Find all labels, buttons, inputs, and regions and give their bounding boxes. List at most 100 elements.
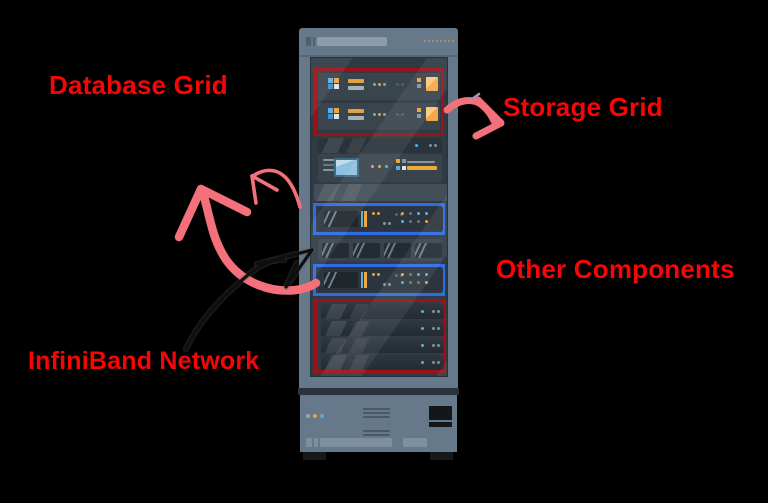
- port-led: [409, 273, 412, 276]
- header-vent-2: [313, 37, 315, 46]
- led-dot: [437, 327, 440, 330]
- slot-bar: [407, 161, 435, 163]
- switch-screen: [324, 272, 358, 288]
- infiniband-switch-2: [319, 268, 443, 292]
- storage-server-2: [321, 321, 444, 336]
- led-dot: [378, 165, 381, 168]
- led-dot: [373, 113, 376, 116]
- led-square: [334, 78, 339, 83]
- control-unit: [318, 154, 442, 182]
- storage-grid-arrow-tick: [470, 92, 481, 101]
- led-dot: [415, 144, 418, 147]
- infiniband-arrow: [184, 248, 314, 351]
- led-dot: [378, 113, 381, 116]
- db-server-1: [318, 73, 440, 100]
- led-dot: [377, 273, 380, 276]
- header-bar: [317, 37, 387, 46]
- base-power-slot: [429, 422, 452, 427]
- base-button: [314, 438, 318, 447]
- header-led-row: [424, 40, 456, 43]
- vent-line: [323, 169, 334, 171]
- drive-bar: [348, 86, 364, 90]
- led-dot: [395, 274, 398, 277]
- base-power-panel: [429, 406, 452, 420]
- rack-foot-left: [303, 452, 326, 460]
- led-square: [402, 159, 406, 163]
- storage-server-1: [321, 304, 444, 319]
- vent-line: [323, 159, 334, 161]
- infiniband-arrow-halo: [182, 246, 316, 353]
- base-led: [306, 414, 310, 418]
- vent-panel: [384, 243, 411, 258]
- orange-panel: [426, 77, 438, 91]
- led-dot: [395, 213, 398, 216]
- led-dot: [388, 222, 391, 225]
- drive-bar: [348, 109, 364, 113]
- led-dot: [396, 83, 399, 86]
- base-vent-line: [363, 416, 390, 418]
- led-dot: [378, 83, 381, 86]
- salmon-arrow-small: [250, 168, 302, 209]
- led-square: [328, 114, 333, 119]
- port-bar-blue: [361, 272, 363, 288]
- base-vent-line: [363, 434, 390, 436]
- storage-server-3: [321, 338, 444, 353]
- rack-foot-right: [430, 452, 453, 460]
- port-led: [425, 281, 428, 284]
- port-led: [401, 212, 404, 215]
- led-square: [402, 166, 406, 170]
- base-vent-line: [363, 408, 390, 410]
- vent-line: [323, 164, 334, 166]
- drive-bar: [348, 116, 364, 120]
- led-square: [417, 84, 421, 88]
- header-vent-1: [306, 37, 311, 46]
- led-square: [396, 166, 400, 170]
- vent-panel: [353, 243, 380, 258]
- led-square: [334, 84, 339, 89]
- rack-unit-gray: [314, 184, 447, 201]
- port-led: [409, 212, 412, 215]
- led-dot: [434, 144, 437, 147]
- rack-base: [300, 395, 457, 452]
- led-dot: [429, 144, 432, 147]
- vent-panel: [322, 243, 349, 258]
- led-dot: [421, 344, 424, 347]
- led-dot: [383, 283, 386, 286]
- led-dot: [401, 113, 404, 116]
- storage-servers-box: [314, 299, 445, 373]
- led-dot: [383, 113, 386, 116]
- led-dot: [377, 212, 380, 215]
- rack-base-shadow: [298, 388, 459, 395]
- base-vent-line: [363, 430, 390, 432]
- led-dot: [421, 361, 424, 364]
- port-led: [401, 281, 404, 284]
- port-led: [417, 281, 420, 284]
- led-square: [328, 108, 333, 113]
- rack-header: [299, 28, 458, 57]
- led-square: [396, 159, 400, 163]
- led-dot: [388, 283, 391, 286]
- led-square: [328, 84, 333, 89]
- port-bar-blue: [361, 211, 363, 227]
- base-button: [306, 438, 312, 447]
- base-vent-line: [363, 412, 390, 414]
- led-dot: [383, 222, 386, 225]
- led-dot: [383, 83, 386, 86]
- storage-grid-arrow: [443, 96, 505, 140]
- led-dot: [372, 273, 375, 276]
- port-bar-orange: [364, 211, 367, 227]
- led-dot: [437, 361, 440, 364]
- database-grid-box: [314, 68, 444, 136]
- port-led: [417, 273, 420, 276]
- led-dot: [437, 344, 440, 347]
- led-square: [417, 108, 421, 112]
- infiniband-switch-box-2: [313, 264, 445, 296]
- port-led: [409, 220, 412, 223]
- led-dot: [432, 310, 435, 313]
- port-led: [425, 273, 428, 276]
- status-screen: [334, 158, 359, 177]
- led-square: [334, 108, 339, 113]
- switch-screen: [324, 211, 358, 227]
